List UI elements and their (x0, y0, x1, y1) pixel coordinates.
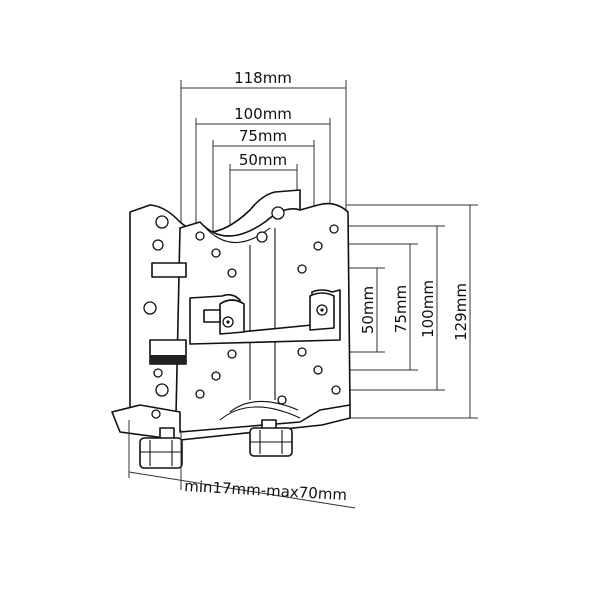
mounting-holes (143, 206, 341, 419)
upper-slot (151, 262, 187, 278)
dim-50mm-label: 50mm (239, 151, 287, 169)
clamp-range-label: min17mm-max70mm (184, 477, 348, 504)
dim-100mm-vertical-label: 100mm (419, 280, 437, 338)
vertical-dimensions: 129mm 100mm 75mm 50mm (303, 204, 478, 419)
dim-75mm-vertical-label: 75mm (392, 285, 410, 333)
left-clamp-knob (139, 427, 183, 469)
dim-118mm-label: 118mm (234, 69, 292, 87)
dim-75mm-label: 75mm (239, 127, 287, 145)
mounting-bracket (111, 189, 351, 469)
dim-100mm-label: 100mm (234, 105, 292, 123)
dim-50mm-vertical-label: 50mm (359, 286, 377, 334)
right-clamp-knob (249, 419, 293, 457)
dim-129mm-label: 129mm (452, 283, 470, 341)
